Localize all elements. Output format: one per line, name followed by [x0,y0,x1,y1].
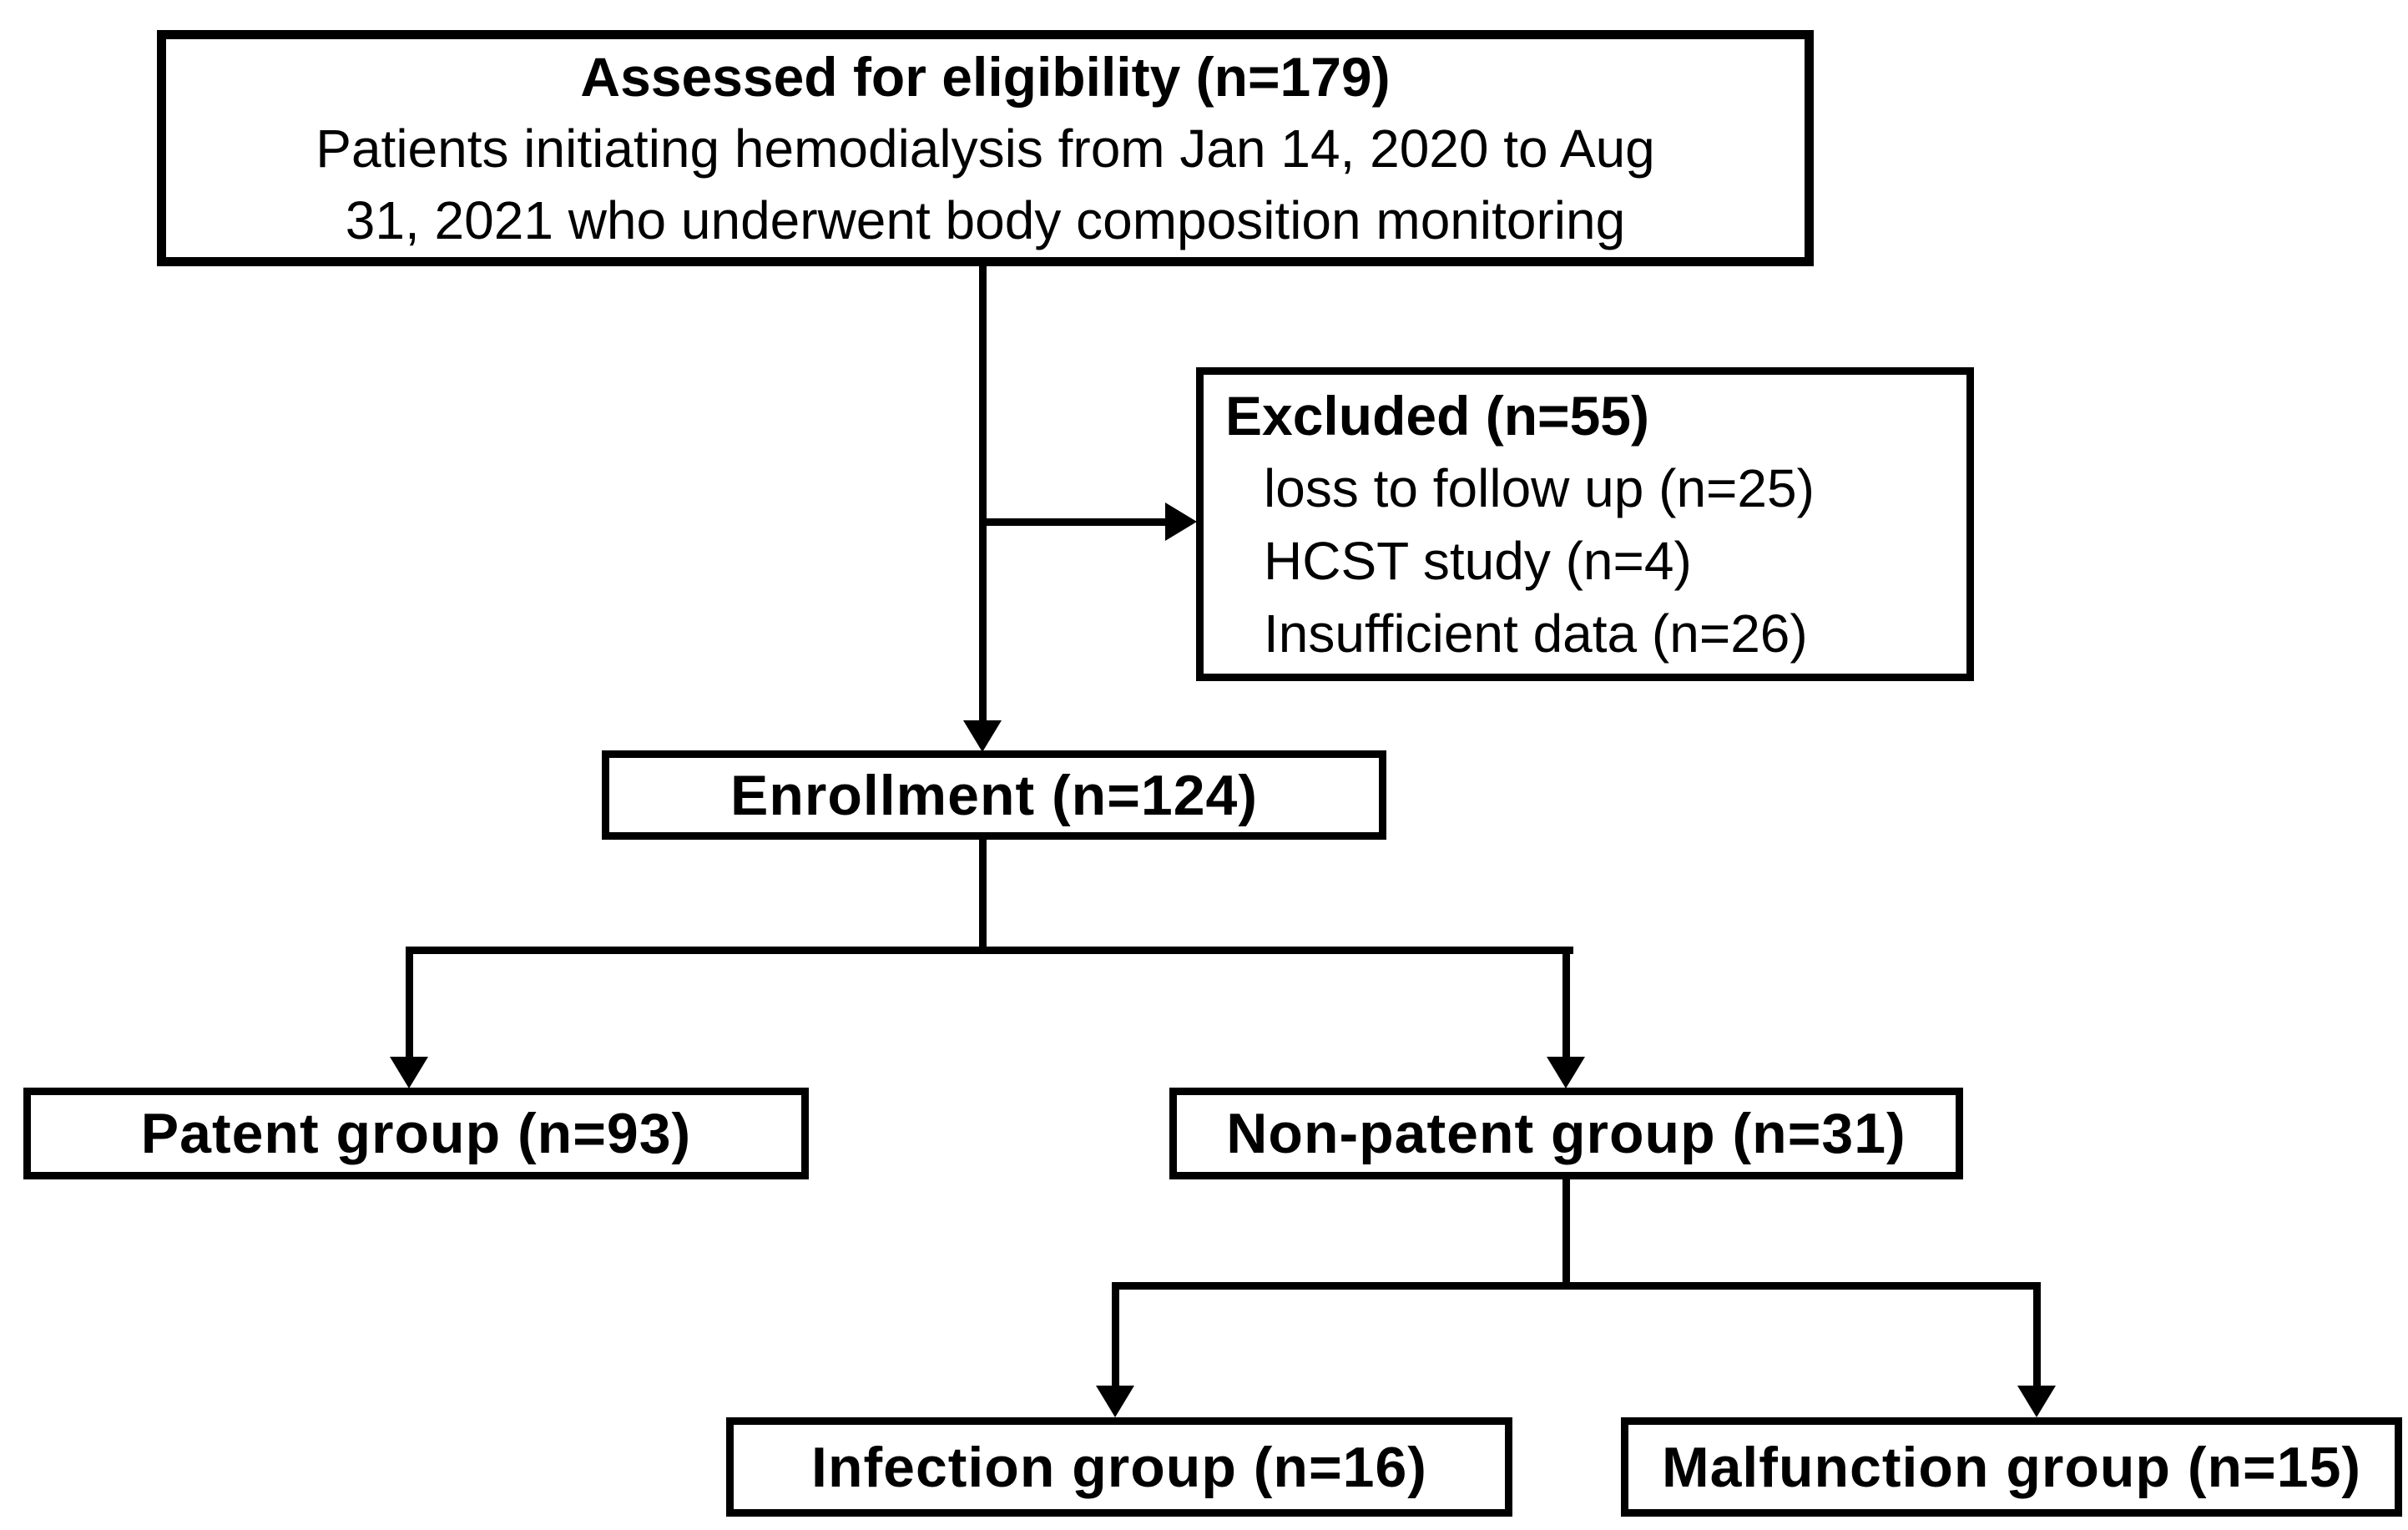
connector-to-malfunction [2033,1285,2041,1389]
connector-assessed-to-enrollment [979,262,987,724]
arrowhead-into-patent-icon [390,1057,428,1088]
connector-to-patent [406,950,413,1060]
connector-branch-to-excluded [982,518,1168,526]
malfunction-group-title: Malfunction group (n=15) [1661,1435,2362,1499]
assessed-body-line-2: 31, 2021 who underwent body composition … [345,189,1626,250]
non-patent-group-box: Non-patent group (n=31) [1169,1088,1963,1179]
non-patent-group-title: Non-patent group (n=31) [1226,1102,1906,1165]
excluded-item-hcst-study: HCST study (n=4) [1264,531,1692,591]
connector-split-infection-malfunction [1112,1282,2041,1290]
patent-group-title: Patent group (n=93) [140,1102,692,1165]
malfunction-group-box: Malfunction group (n=15) [1621,1417,2402,1517]
excluded-box: Excluded (n=55) loss to follow up (n=25)… [1196,367,1974,681]
infection-group-title: Infection group (n=16) [811,1435,1427,1499]
enrollment-title: Enrollment (n=124) [729,763,1259,827]
connector-to-nonpatent [1562,950,1570,1060]
enrollment-box: Enrollment (n=124) [602,750,1386,840]
arrowhead-into-malfunction-icon [2017,1386,2056,1417]
patent-group-box: Patent group (n=93) [23,1088,809,1179]
excluded-title: Excluded (n=55) [1225,385,1649,447]
excluded-item-loss-to-follow-up: loss to follow up (n=25) [1264,458,1815,518]
connector-split-patent-nonpatent [406,947,1573,954]
assessed-body-line-1: Patients initiating hemodialysis from Ja… [316,118,1655,179]
arrowhead-into-enrollment-icon [963,720,1002,752]
arrowhead-into-excluded-icon [1165,502,1197,541]
assessed-for-eligibility-box: Assessed for eligibility (n=179) Patient… [157,30,1814,266]
connector-enrollment-down [979,837,987,950]
connector-to-infection [1112,1285,1119,1389]
arrowhead-into-nonpatent-icon [1547,1057,1585,1088]
connector-nonpatent-down [1562,1177,1570,1285]
assessed-title: Assessed for eligibility (n=179) [580,45,1391,108]
excluded-item-insufficient-data: Insufficient data (n=26) [1264,603,1808,664]
arrowhead-into-infection-icon [1096,1386,1134,1417]
infection-group-box: Infection group (n=16) [726,1417,1512,1517]
